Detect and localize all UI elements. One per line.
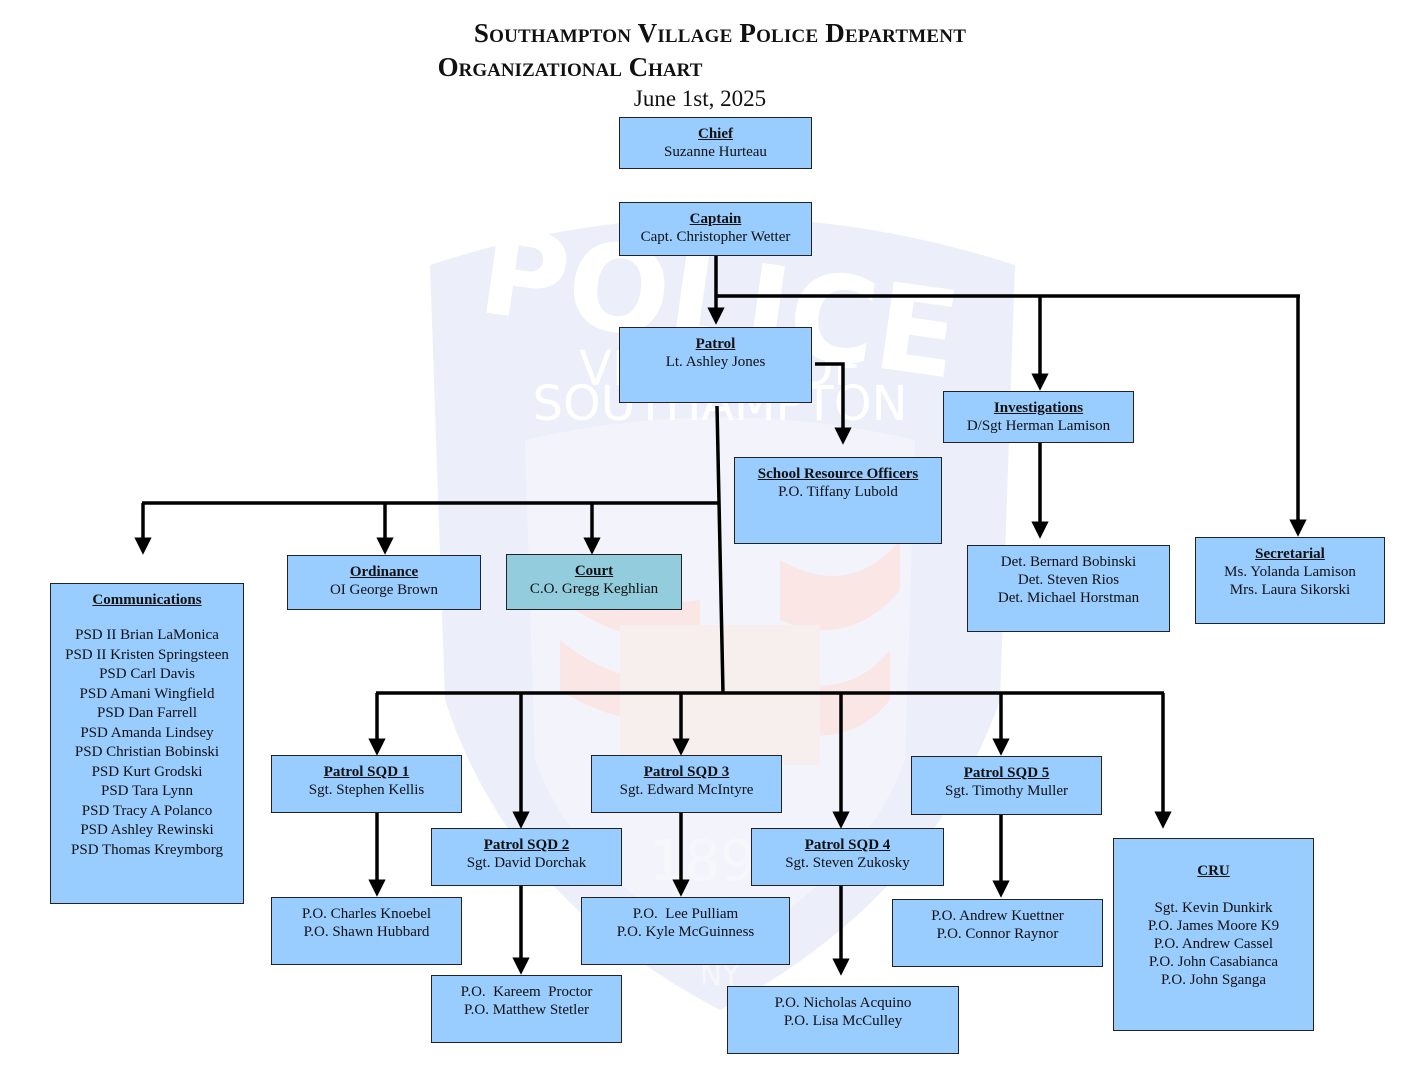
communications-member: PSD Carl Davis <box>99 666 195 682</box>
ordinance-member: OI George Brown <box>329 582 439 598</box>
cru-member: P.O. John Sganga <box>1160 972 1266 988</box>
sqd1-box[interactable]: Patrol SQD 1 Sgt. Stephen Kellis <box>271 755 462 813</box>
ordinance-title: Ordinance <box>349 564 419 580</box>
sqd4-officer: P.O. Lisa McCulley <box>783 1013 903 1029</box>
captain-title: Captain <box>689 211 742 227</box>
sqd2-sergeant: Sgt. David Dorchak <box>466 855 587 871</box>
sqd3-officer: P.O. Lee Pulliam <box>632 906 739 922</box>
sqd2-officer: P.O. Kareem Proctor <box>460 984 593 1000</box>
sqd3-box[interactable]: Patrol SQD 3 Sgt. Edward McIntyre <box>591 755 782 813</box>
sqd5-officers-box[interactable]: P.O. Andrew Kuettner P.O. Connor Raynor <box>892 899 1103 967</box>
court-title: Court <box>574 563 614 579</box>
cru-title: CRU <box>1197 863 1230 879</box>
sqd3-sergeant: Sgt. Edward McIntyre <box>619 782 754 798</box>
sqd2-officer: P.O. Matthew Stetler <box>464 1002 589 1018</box>
sqd1-officers-box[interactable]: P.O. Charles Knoebel P.O. Shawn Hubbard <box>271 897 462 965</box>
communications-member: PSD Tracy A Polanco <box>81 802 213 819</box>
sqd1-sergeant: Sgt. Stephen Kellis <box>308 782 425 798</box>
chart-title: Organizational Chart <box>437 52 703 82</box>
communications-member: PSD Christian Bobinski <box>74 744 220 760</box>
department-title: Southampton Village Police Department <box>473 18 967 48</box>
patrol-commander: Lt. Ashley Jones <box>665 354 766 370</box>
cru-member: Sgt. Kevin Dunkirk <box>1154 900 1273 916</box>
communications-member: PSD Amani Wingfield <box>79 685 215 702</box>
cru-box[interactable]: CRU Sgt. Kevin Dunkirk P.O. James Moore … <box>1113 838 1314 1031</box>
chief-name: Suzanne Hurteau <box>664 144 767 160</box>
cru-member: P.O. John Casabianca <box>1148 954 1279 970</box>
sqd4-officer: P.O. Nicholas Acquino <box>774 995 912 1011</box>
flag-stripe <box>780 540 900 630</box>
sqd3-officers-box[interactable]: P.O. Lee Pulliam P.O. Kyle McGuinness <box>581 897 790 965</box>
investigations-box[interactable]: Investigations D/Sgt Herman Lamison <box>943 391 1134 443</box>
secretarial-box[interactable]: Secretarial Ms. Yolanda Lamison Mrs. Lau… <box>1195 537 1385 624</box>
patrol-to-sro-line <box>815 362 852 445</box>
secretarial-member: Mrs. Laura Sikorski <box>1229 582 1351 598</box>
sro-member: P.O. Tiffany Lubold <box>778 484 898 500</box>
investigations-supervisor: D/Sgt Herman Lamison <box>966 418 1111 434</box>
patrol-title: Patrol <box>695 336 736 352</box>
flag-stripe <box>560 640 700 722</box>
secretarial-title: Secretarial <box>1255 546 1325 562</box>
cru-member: P.O. James Moore K9 <box>1147 918 1280 934</box>
communications-member: PSD Dan Farrell <box>97 705 197 721</box>
captain-name: Capt. Christopher Wetter <box>640 229 791 245</box>
investigations-title: Investigations <box>993 400 1084 416</box>
chart-date: June 1st, 2025 <box>633 86 767 111</box>
building-graphic <box>620 625 820 765</box>
sro-box[interactable]: School Resource Officers P.O. Tiffany Lu… <box>734 457 942 544</box>
sqd4-officers-box[interactable]: P.O. Nicholas Acquino P.O. Lisa McCulley <box>727 986 959 1054</box>
flag-stripe <box>780 650 890 736</box>
sqd2-box[interactable]: Patrol SQD 2 Sgt. David Dorchak <box>431 828 622 886</box>
secretarial-member: Ms. Yolanda Lamison <box>1224 564 1356 580</box>
communications-member: PSD Kurt Grodski <box>91 763 203 780</box>
sqd5-officer: P.O. Connor Raynor <box>936 926 1059 942</box>
sqd5-officer: P.O. Andrew Kuettner <box>931 908 1064 924</box>
patrol-trunk-line <box>715 405 725 694</box>
communications-member: PSD II Brian LaMonica <box>75 627 219 643</box>
detective-member: Det. Michael Horstman <box>997 590 1140 606</box>
sqd4-box[interactable]: Patrol SQD 4 Sgt. Steven Zukosky <box>751 828 944 886</box>
sqd4-sergeant: Sgt. Steven Zukosky <box>785 855 910 871</box>
sqd3-officer: P.O. Kyle McGuinness <box>616 924 755 940</box>
patrol-box[interactable]: Patrol Lt. Ashley Jones <box>619 327 812 403</box>
communications-title: Communications <box>92 592 202 608</box>
court-member: C.O. Gregg Keghlian <box>529 581 659 597</box>
communications-member: PSD Ashley Rewinski <box>80 822 214 838</box>
sqd3-title: Patrol SQD 3 <box>643 764 730 780</box>
sqd5-sergeant: Sgt. Timothy Muller <box>945 783 1068 799</box>
ordinance-box[interactable]: Ordinance OI George Brown <box>287 555 481 610</box>
detective-member: Det. Steven Rios <box>1017 572 1120 588</box>
sqd2-title: Patrol SQD 2 <box>483 837 570 853</box>
sqd4-title: Patrol SQD 4 <box>804 837 891 853</box>
sqd5-box[interactable]: Patrol SQD 5 Sgt. Timothy Muller <box>911 756 1102 815</box>
communications-box[interactable]: Communications PSD II Brian LaMonica PSD… <box>50 583 244 904</box>
detectives-box[interactable]: Det. Bernard Bobinski Det. Steven Rios D… <box>967 545 1170 632</box>
sqd1-officer: P.O. Charles Knoebel <box>301 906 432 922</box>
sqd1-title: Patrol SQD 1 <box>323 764 410 780</box>
sro-title: School Resource Officers <box>757 466 919 482</box>
cru-member: P.O. Andrew Cassel <box>1153 936 1274 952</box>
communications-member: PSD Amanda Lindsey <box>80 724 214 741</box>
sqd1-officer: P.O. Shawn Hubbard <box>303 924 430 940</box>
communications-member: PSD II Kristen Springsteen <box>65 646 229 663</box>
communications-member: PSD Tara Lynn <box>100 783 193 799</box>
sqd5-title: Patrol SQD 5 <box>963 765 1050 781</box>
captain-box[interactable]: Captain Capt. Christopher Wetter <box>619 202 812 256</box>
chief-title: Chief <box>698 126 733 142</box>
sqd2-officers-box[interactable]: P.O. Kareem Proctor P.O. Matthew Stetler <box>431 975 622 1043</box>
detective-member: Det. Bernard Bobinski <box>1000 554 1137 570</box>
communications-member: PSD Thomas Kreymborg <box>71 841 223 858</box>
court-box[interactable]: Court C.O. Gregg Keghlian <box>506 554 682 610</box>
chief-box[interactable]: Chief Suzanne Hurteau <box>619 117 812 169</box>
